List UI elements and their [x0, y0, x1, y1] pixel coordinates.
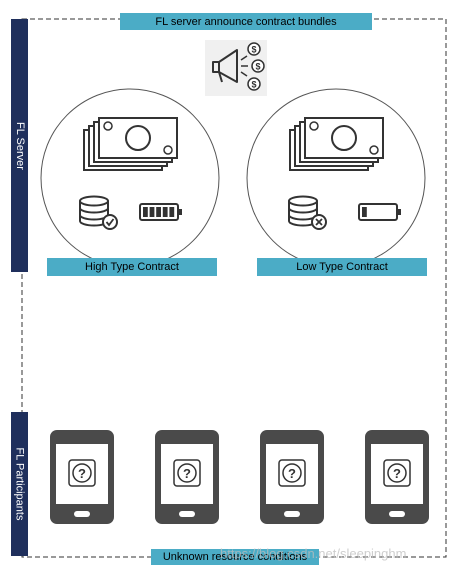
watermark: https://blog.csdn.net/sleepinghm	[220, 546, 407, 561]
question-mark-icon: ?	[278, 459, 306, 487]
low-contract-banner: Low Type Contract	[257, 258, 427, 276]
phone-icon: ?	[365, 430, 429, 524]
footer-banner: Unknown resource conditions	[151, 549, 319, 565]
fl-server-bar: FL Server	[11, 19, 28, 272]
fl-participants-bar: FL Participants	[11, 412, 28, 556]
fl-server-label: FL Server	[13, 121, 26, 170]
phone-icon: ?	[155, 430, 219, 524]
svg-text:?: ?	[183, 466, 191, 481]
question-mark-icon: ?	[173, 459, 201, 487]
svg-text:$: $	[255, 62, 260, 72]
battery-bar	[143, 207, 148, 217]
svg-text:?: ?	[288, 466, 296, 481]
battery-bar	[156, 207, 161, 217]
money-stack-icon	[83, 117, 178, 171]
question-mark-icon: ?	[383, 459, 411, 487]
svg-text:?: ?	[78, 466, 86, 481]
footer-label: Unknown resource conditions	[162, 551, 308, 563]
low-contract-label: Low Type Contract	[296, 261, 388, 273]
battery-bar	[169, 207, 175, 217]
header-title: FL server announce contract bundles	[155, 15, 337, 28]
megaphone-icon: $ $ $	[205, 40, 267, 96]
svg-text:?: ?	[393, 466, 401, 481]
battery-full-icon	[139, 203, 182, 221]
database-check-icon	[79, 195, 118, 230]
participant-phones: ????	[50, 430, 429, 524]
battery-bar	[362, 207, 367, 217]
high-contract-label: High Type Contract	[85, 261, 179, 273]
header-banner: FL server announce contract bundles	[120, 13, 372, 30]
database-cross-icon	[288, 195, 327, 230]
low-contract-circle	[246, 88, 426, 268]
battery-bar	[162, 207, 168, 217]
svg-text:$: $	[251, 80, 256, 90]
phone-icon: ?	[260, 430, 324, 524]
high-contract-circle	[40, 88, 220, 268]
battery-low-icon	[358, 203, 401, 221]
question-mark-icon: ?	[68, 459, 96, 487]
money-stack-icon	[289, 117, 384, 171]
battery-bar	[149, 207, 155, 217]
high-contract-banner: High Type Contract	[47, 258, 217, 276]
svg-text:$: $	[251, 45, 256, 55]
fl-participants-label: FL Participants	[13, 447, 26, 521]
phone-icon: ?	[50, 430, 114, 524]
